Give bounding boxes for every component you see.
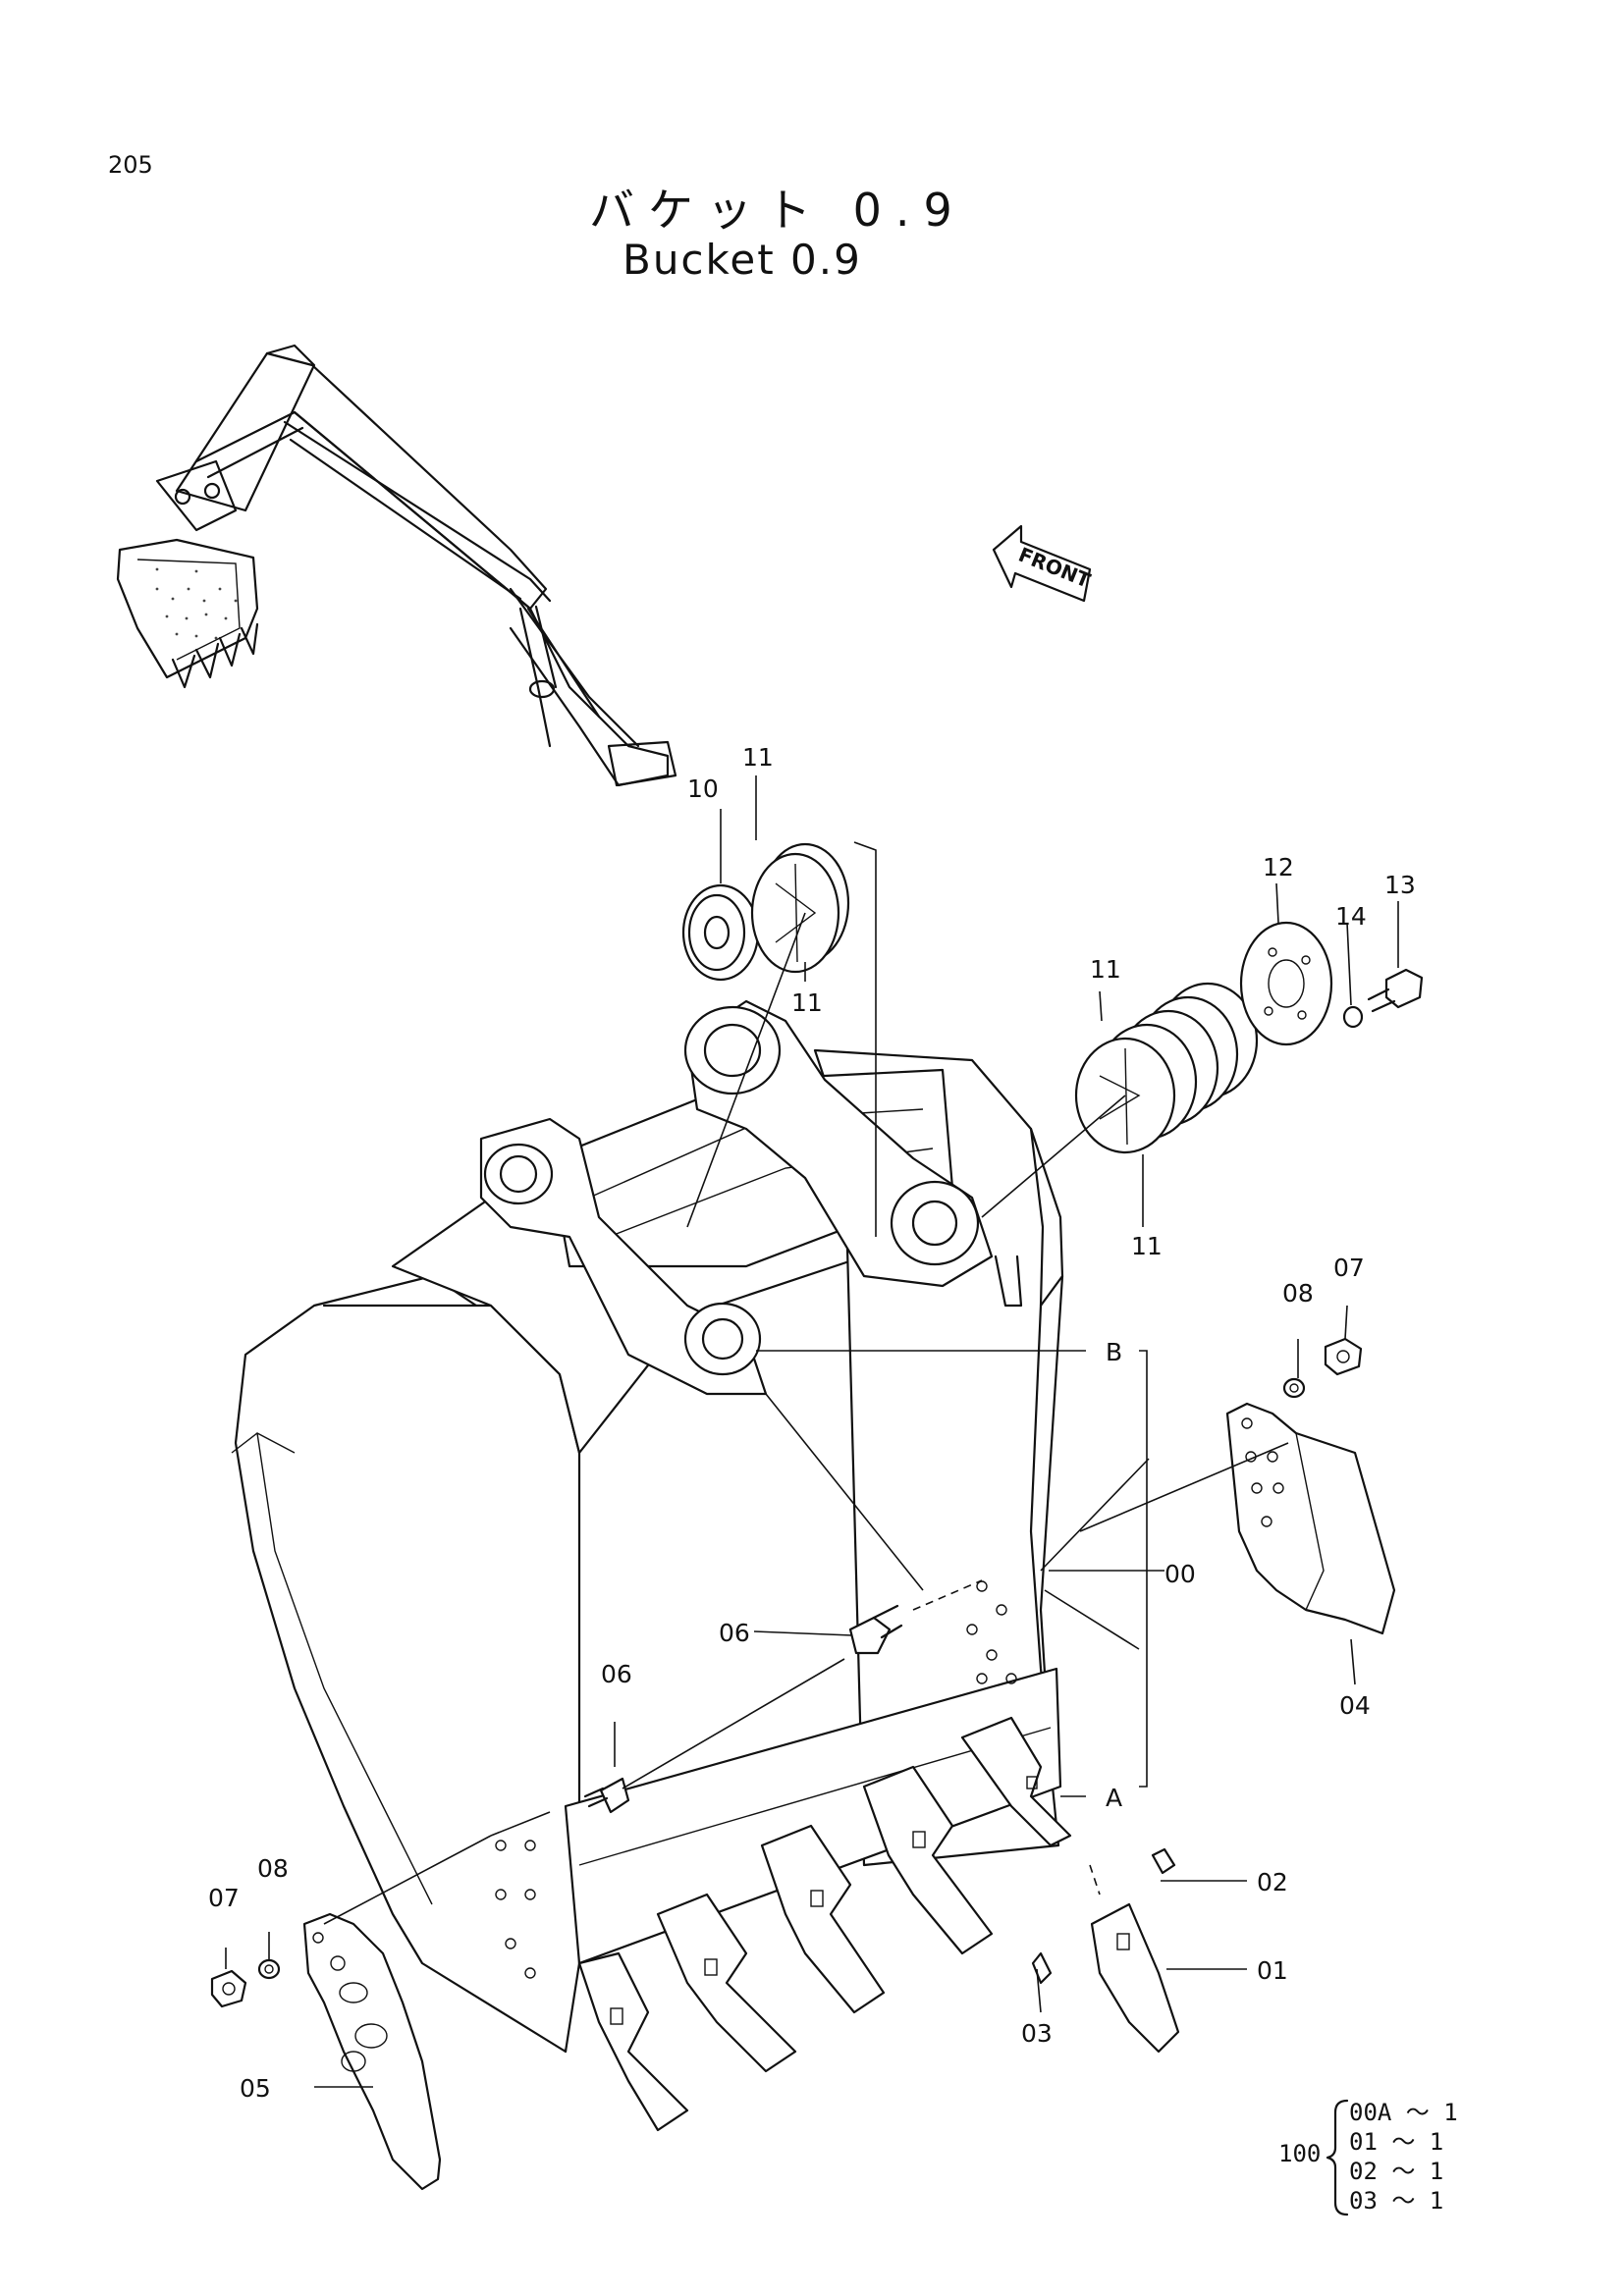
bucket-teeth [577, 1716, 1072, 2132]
callout-00: 00 [1164, 1560, 1196, 1588]
callout-08-right: 08 [1282, 1279, 1314, 1308]
title-english: Bucket 0.9 [623, 236, 862, 284]
bolts-nuts-washers [210, 1337, 1363, 2008]
callout-07-right: 07 [1333, 1254, 1365, 1282]
side-cutter-left [302, 1912, 442, 2191]
callout-07-left: 07 [208, 1884, 240, 1912]
callout-10: 10 [687, 774, 719, 803]
kit-line-1: 00A ～ 1 [1349, 2099, 1458, 2126]
exploded-tooth-set [1031, 1847, 1180, 2054]
callout-11-top: 11 [742, 743, 774, 772]
callout-04: 04 [1339, 1691, 1371, 1720]
callout-01: 01 [1257, 1956, 1288, 1985]
callout-11-right-lower: 11 [1131, 1232, 1163, 1260]
callouts: 00 01 02 03 04 05 06 06 07 07 08 08 10 1… [208, 743, 1416, 2103]
reference-a: A [1106, 1784, 1122, 1812]
page-number: 205 [108, 151, 153, 179]
callout-11-left-lower: 11 [791, 988, 823, 1017]
callout-06-left: 06 [601, 1660, 632, 1688]
callout-05: 05 [240, 2074, 271, 2103]
side-cutter-right [1225, 1402, 1396, 1635]
callout-03: 03 [1021, 2019, 1053, 2048]
callout-06-center: 06 [719, 1619, 750, 1647]
kit-line-3: 02 ～ 1 [1349, 2158, 1443, 2185]
bucket-main-body [231, 999, 1064, 2054]
callout-12: 12 [1263, 853, 1294, 881]
callout-11-right-upper: 11 [1090, 955, 1121, 984]
leader-lines [225, 775, 1399, 2088]
callout-02: 02 [1257, 1868, 1288, 1896]
callout-13: 13 [1384, 871, 1416, 899]
front-direction-arrow: FRONT [992, 524, 1094, 603]
title-japanese: バケット 0.9 [589, 184, 966, 237]
kit-brace [1326, 2099, 1349, 2216]
reference-b: B [1106, 1338, 1122, 1366]
kit-line-4: 03 ～ 1 [1349, 2187, 1443, 2215]
callout-08-left: 08 [257, 1854, 289, 1883]
excavator-overview [116, 344, 677, 787]
pin-hardware-exploded [681, 841, 1424, 1237]
kit-list: 100 00A ～ 1 01 ～ 1 02 ～ 1 03 ～ 1 [1278, 2099, 1458, 2216]
kit-line-2: 01 ～ 1 [1349, 2128, 1443, 2156]
callout-14: 14 [1335, 902, 1367, 931]
kit-assembly-number: 100 [1278, 2140, 1321, 2167]
